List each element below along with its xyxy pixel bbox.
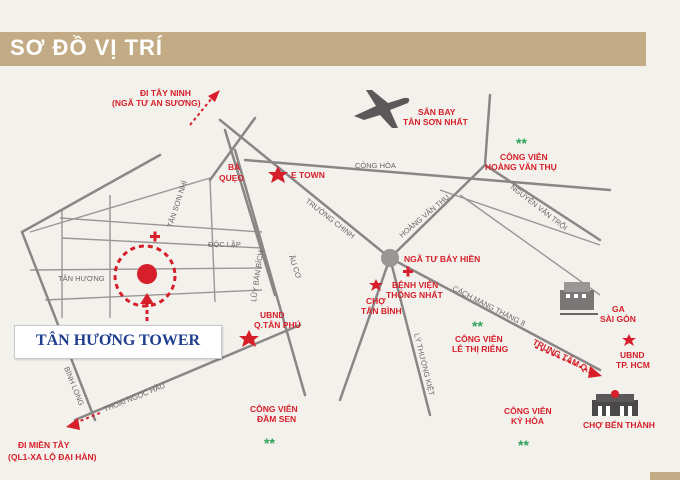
local-streets: [29, 177, 601, 318]
label-cho-tan-binh: CHỢ: [366, 296, 386, 306]
road-luy-ban-bich: LŨY BÁN BÍCH: [249, 250, 265, 303]
label-di-tay-ninh-sub: (NGÃ TƯ AN SƯƠNG): [112, 98, 201, 108]
road-nguyen-van-troi: NGUYỄN VĂN TRỖI: [509, 182, 569, 232]
park-ltr-icon: **: [472, 318, 483, 334]
label-cv-ltr-sub: LÊ THỊ RIÊNG: [452, 343, 509, 354]
label-cho-ben-thanh: CHỢ BẾN THÀNH: [583, 420, 655, 430]
arrow-tay-ninh-icon: [189, 90, 220, 126]
footer-strip: [650, 472, 680, 480]
label-e-town: E TOWN: [291, 170, 325, 180]
train-icon: [560, 282, 598, 315]
page-title: SƠ ĐỒ VỊ TRÍ: [10, 35, 164, 60]
tower-name: TÂN HƯƠNG TOWER: [35, 332, 201, 349]
road-cong-hoa: CỘNG HÒA: [355, 161, 396, 170]
label-bv-thong-nhat-sub: THỐNG NHẤT: [386, 289, 443, 300]
label-cv-ltr: CÔNG VIÊN: [455, 333, 503, 344]
svg-text:**: **: [516, 135, 527, 151]
label-cv-hvt-sub: HOÀNG VĂN THỤ: [485, 162, 557, 172]
ben-thanh-market-icon: [592, 390, 638, 416]
label-ubnd-hcm: UBND: [620, 350, 645, 360]
park-ky-hoa-icon: **: [518, 437, 529, 453]
label-san-bay: SÂN BAY: [418, 106, 456, 117]
bay-hien-roundabout: [381, 249, 399, 267]
label-cv-dam-sen-sub: ĐẦM SEN: [257, 414, 296, 424]
airplane-icon: [354, 90, 410, 128]
arrow-trung-tam-icon: [534, 346, 602, 378]
label-nga-tu-bay-hien: NGÃ TƯ BẢY HIỀN: [404, 253, 480, 264]
label-di-tay-ninh: ĐI TÂY NINH: [140, 87, 191, 98]
label-ubnd-hcm-sub: TP. HCM: [616, 360, 650, 370]
ubnd-hcm-star-icon: [622, 334, 636, 346]
label-ga-sub: SÀI GÒN: [600, 313, 636, 324]
label-cv-ky-hoa: CÔNG VIÊN: [504, 405, 552, 416]
label-cho-tan-binh-sub: TÂN BÌNH: [361, 305, 402, 316]
hospital-cross-icon: [403, 266, 413, 277]
label-bv-thong-nhat: BỆNH VIỆN: [392, 279, 438, 290]
road-cmt8: CÁCH MẠNG THÁNG 8: [451, 284, 527, 328]
svg-text:**: **: [472, 318, 483, 334]
label-trung-tam-q1: TRUNG TÂM Q.1: [531, 336, 596, 376]
arrow-mien-tay-icon: [66, 412, 101, 430]
label-ga: GA: [612, 304, 625, 314]
header-bar: SƠ ĐỒ VỊ TRÍ: [0, 32, 646, 66]
tower-site-marker: [113, 244, 177, 322]
label-cv-ky-hoa-sub: KỲ HÒA: [511, 415, 544, 426]
road-thoai-ngoc-hau: THOẠI NGỌC HẦU: [102, 380, 166, 414]
label-ubnd-tan-phu: UBND: [260, 310, 285, 320]
road-tan-huong: TÂN HƯƠNG: [58, 274, 105, 283]
park-dam-sen-icon: **: [264, 435, 275, 451]
etown-star-icon: [268, 166, 288, 183]
ubnd-tan-phu-star-icon: [239, 330, 259, 347]
label-ubnd-tan-phu-sub: Q.TÂN PHÚ: [254, 319, 301, 330]
label-cv-dam-sen: CÔNG VIÊN: [250, 403, 298, 414]
road-truong-chinh: TRƯỜNG CHINH: [304, 196, 357, 240]
label-di-mien-tay: ĐI MIỀN TÂY: [18, 439, 70, 450]
road-doc-lap: ĐỘC LẬP: [208, 240, 241, 249]
road-au-co: ÂU CƠ: [287, 254, 303, 280]
cho-tan-binh-star-icon: [369, 279, 383, 291]
svg-text:**: **: [518, 437, 529, 453]
label-di-mien-tay-sub: (QL1-XA LỘ ĐẠI HÀN): [8, 451, 97, 462]
main-roads: [20, 93, 612, 422]
label-cv-hvt: CÔNG VIÊN: [500, 151, 548, 162]
park-hvt-icon: **: [516, 135, 527, 151]
label-ba-queo-sub: QUẸO: [219, 173, 244, 183]
road-hoang-van-thu: HOÀNG VĂN THỤ: [398, 193, 452, 240]
label-san-bay-sub: TÂN SƠN NHẤT: [403, 116, 469, 127]
label-ba-queo: BÀ: [228, 162, 240, 172]
road-tan-son-nhi: TÂN SƠN NHÌ: [165, 179, 189, 228]
site-hospital-cross-icon: [150, 231, 160, 242]
tower-label-box: TÂN HƯƠNG TOWER: [14, 325, 222, 359]
svg-text:**: **: [264, 435, 275, 451]
